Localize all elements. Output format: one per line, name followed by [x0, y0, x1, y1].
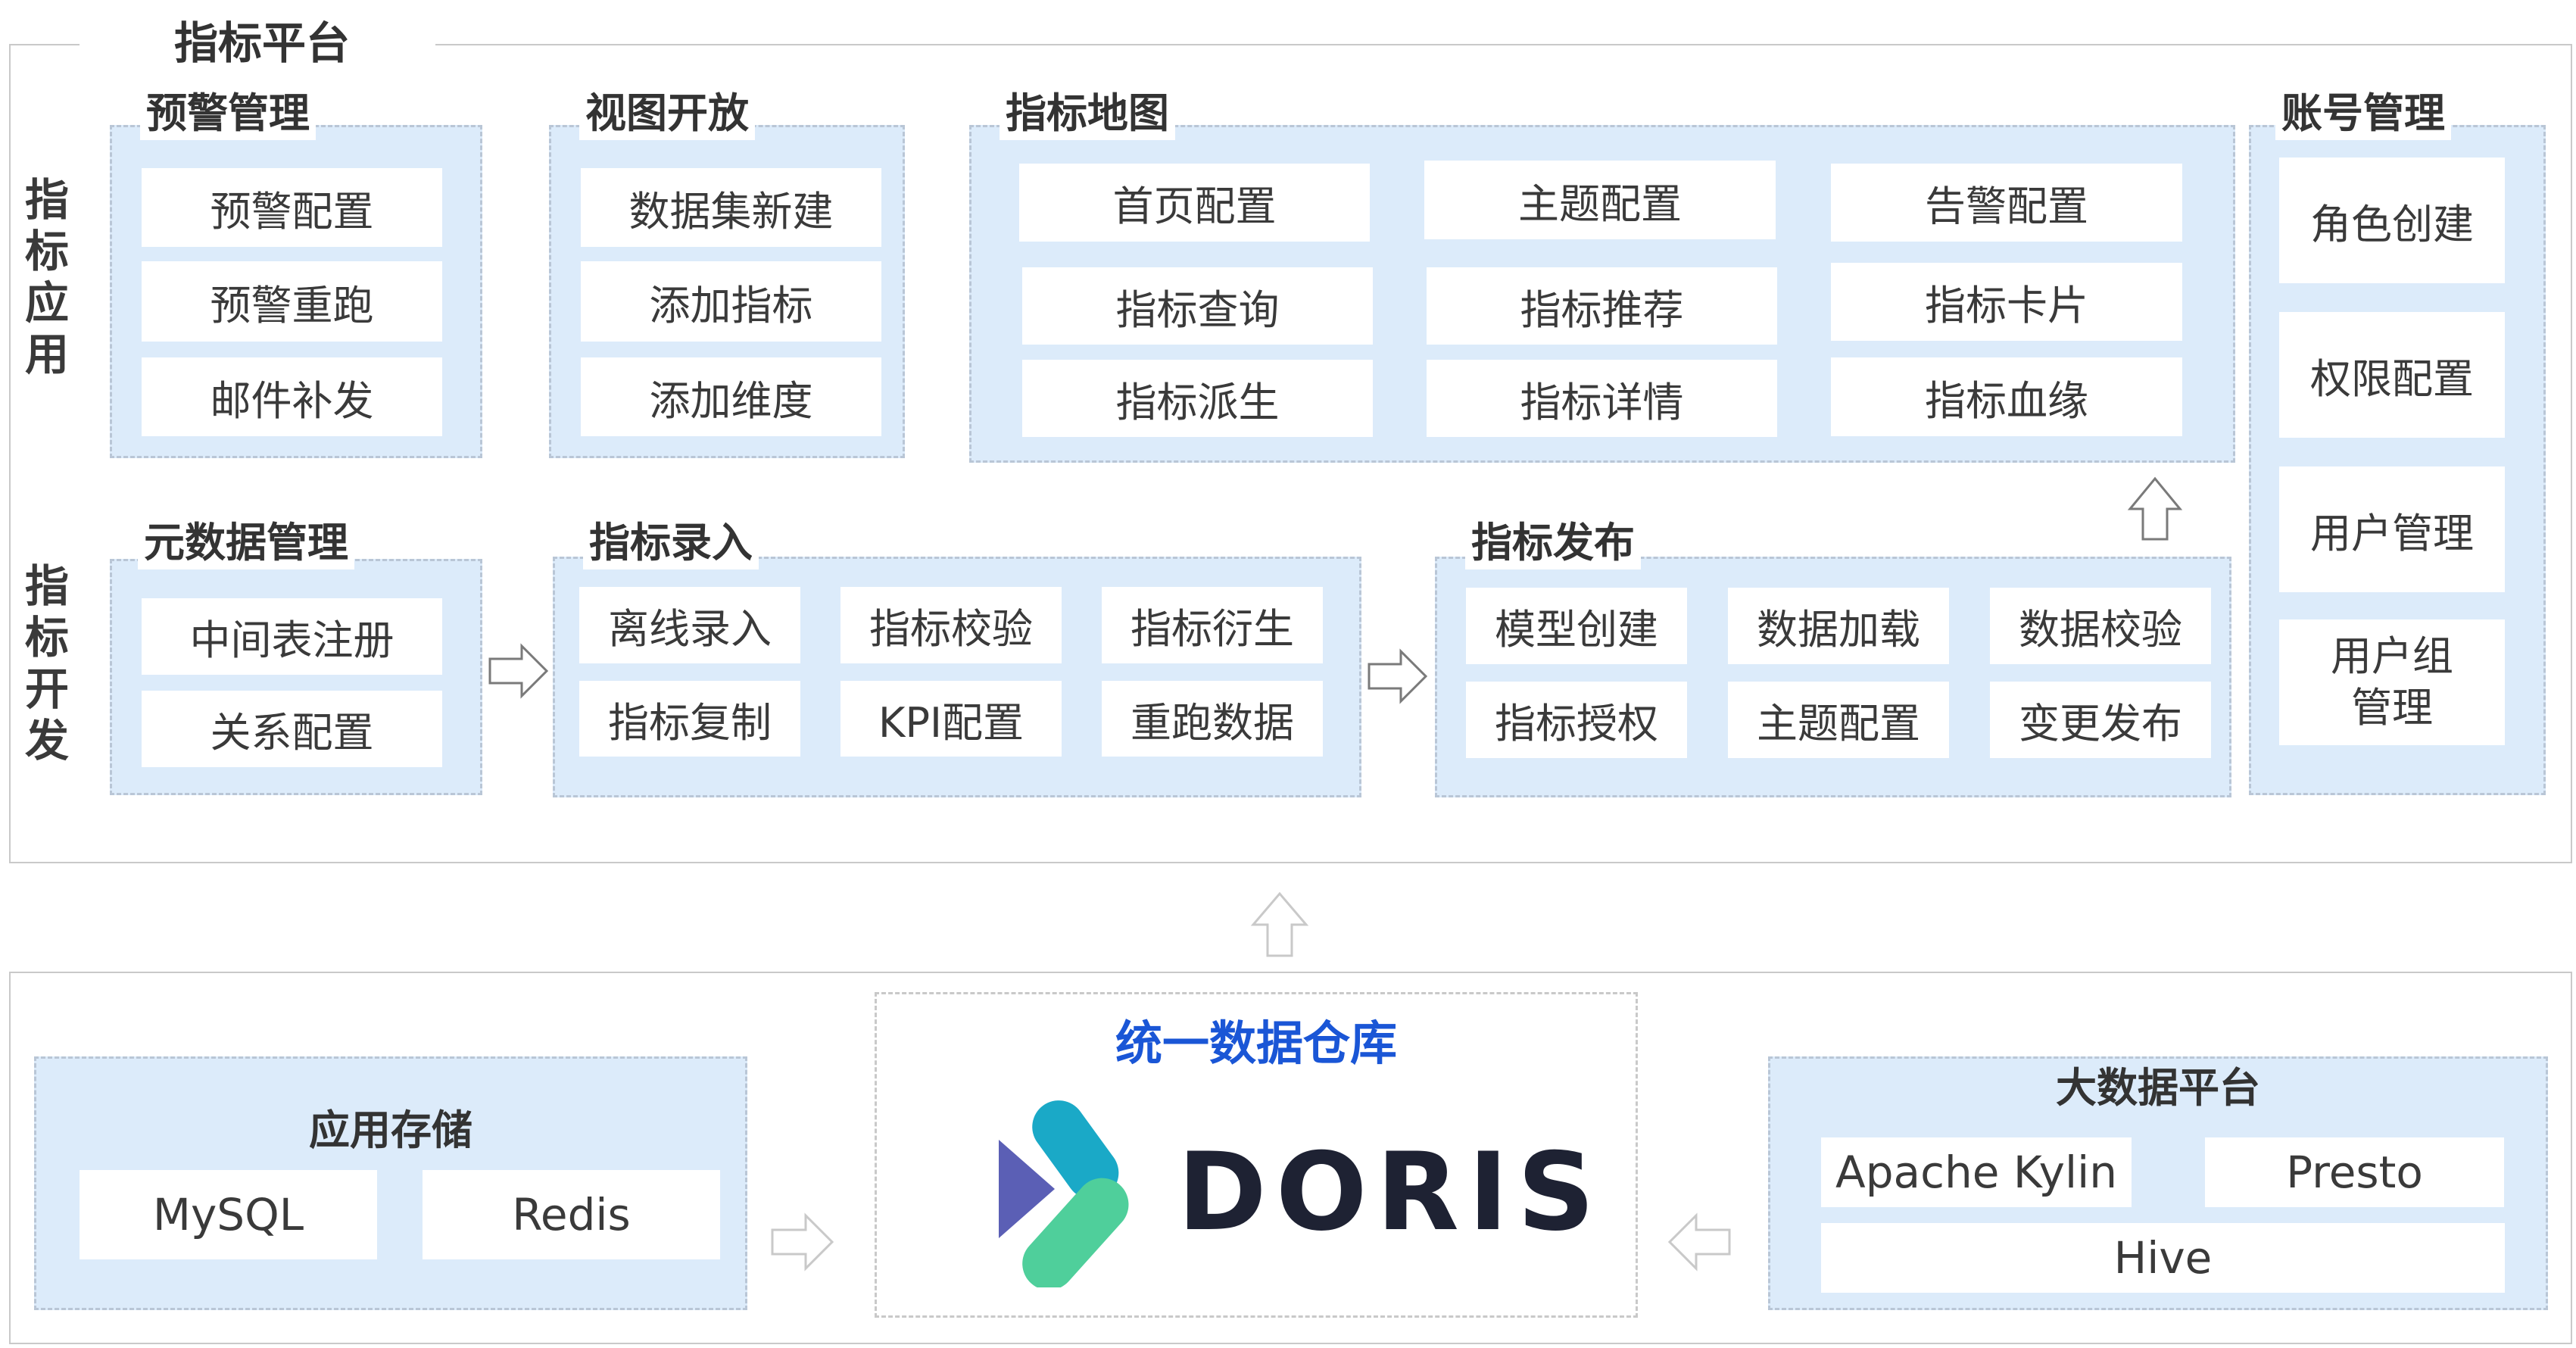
- add-dimension-item[interactable]: 添加维度: [581, 357, 881, 436]
- data-load-item[interactable]: 数据加载: [1728, 588, 1949, 664]
- view-open-title: 视图开放: [579, 87, 755, 140]
- app-storage-title: 应用存储: [309, 1106, 472, 1154]
- metric-authorize-item[interactable]: 指标授权: [1466, 682, 1687, 758]
- doris-logo-icon: [999, 1100, 1129, 1287]
- metadata-management-title: 元数据管理: [138, 516, 354, 569]
- relation-config-item[interactable]: 关系配置: [142, 691, 442, 767]
- metric-derive-item[interactable]: 指标派生: [1022, 360, 1373, 437]
- metric-detail-item[interactable]: 指标详情: [1427, 360, 1777, 437]
- alert-management-title: 预警管理: [140, 87, 316, 140]
- metric-derivative-item[interactable]: 指标衍生: [1102, 587, 1323, 663]
- presto-item[interactable]: Presto: [2205, 1137, 2504, 1207]
- account-management-title: 账号管理: [2275, 87, 2451, 140]
- rerun-data-item[interactable]: 重跑数据: [1102, 681, 1323, 757]
- platform-title: 指标平台: [80, 17, 435, 70]
- dataset-create-item[interactable]: 数据集新建: [581, 168, 881, 247]
- user-group-management-item[interactable]: 用户组 管理: [2279, 619, 2505, 745]
- metric-map-title: 指标地图: [1000, 87, 1175, 140]
- theme-config-item[interactable]: 主题配置: [1424, 161, 1776, 239]
- arrow-right-icon: [771, 1212, 834, 1272]
- metric-query-item[interactable]: 指标查询: [1022, 267, 1373, 345]
- mysql-item[interactable]: MySQL: [80, 1170, 377, 1259]
- alert-config-item[interactable]: 预警配置: [142, 168, 442, 247]
- metric-card-item[interactable]: 指标卡片: [1831, 263, 2182, 341]
- homepage-config-item[interactable]: 首页配置: [1019, 164, 1370, 242]
- metric-lineage-item[interactable]: 指标血缘: [1831, 357, 2182, 436]
- data-check-item[interactable]: 数据校验: [1990, 588, 2211, 664]
- side-label-application: 指标应用: [24, 174, 69, 380]
- arrow-right-icon: [1368, 648, 1428, 704]
- metric-entry-title: 指标录入: [583, 516, 759, 569]
- side-label-development: 指标开发: [24, 560, 69, 766]
- arrow-right-icon: [488, 643, 549, 699]
- metric-recommend-item[interactable]: 指标推荐: [1427, 267, 1777, 345]
- intermediate-table-register-item[interactable]: 中间表注册: [142, 598, 442, 675]
- arrow-up-icon: [2127, 476, 2183, 541]
- model-create-item[interactable]: 模型创建: [1466, 588, 1687, 664]
- metric-publish-title: 指标发布: [1465, 516, 1641, 569]
- user-management-item[interactable]: 用户管理: [2279, 466, 2505, 592]
- metric-validate-item[interactable]: 指标校验: [840, 587, 1062, 663]
- apache-kylin-item[interactable]: Apache Kylin: [1821, 1137, 2132, 1207]
- permission-config-item[interactable]: 权限配置: [2279, 312, 2505, 438]
- bigdata-platform-title: 大数据平台: [2056, 1064, 2260, 1112]
- alert-rerun-item[interactable]: 预警重跑: [142, 261, 442, 342]
- arrow-left-icon: [1667, 1212, 1731, 1272]
- doris-logo-text: DORIS: [1177, 1130, 1605, 1255]
- warehouse-title: 统一数据仓库: [1115, 1016, 1397, 1071]
- redis-item[interactable]: Redis: [423, 1170, 720, 1259]
- mail-resend-item[interactable]: 邮件补发: [142, 357, 442, 436]
- role-create-item[interactable]: 角色创建: [2279, 158, 2505, 283]
- theme-config-publish-item[interactable]: 主题配置: [1728, 682, 1949, 758]
- metric-copy-item[interactable]: 指标复制: [579, 681, 800, 757]
- alarm-config-item[interactable]: 告警配置: [1831, 164, 2182, 242]
- add-metric-item[interactable]: 添加指标: [581, 261, 881, 342]
- kpi-config-item[interactable]: KPI配置: [840, 681, 1062, 757]
- hive-item[interactable]: Hive: [1821, 1223, 2505, 1293]
- arrow-up-icon: [1250, 891, 1309, 957]
- offline-entry-item[interactable]: 离线录入: [579, 587, 800, 663]
- change-publish-item[interactable]: 变更发布: [1990, 682, 2211, 758]
